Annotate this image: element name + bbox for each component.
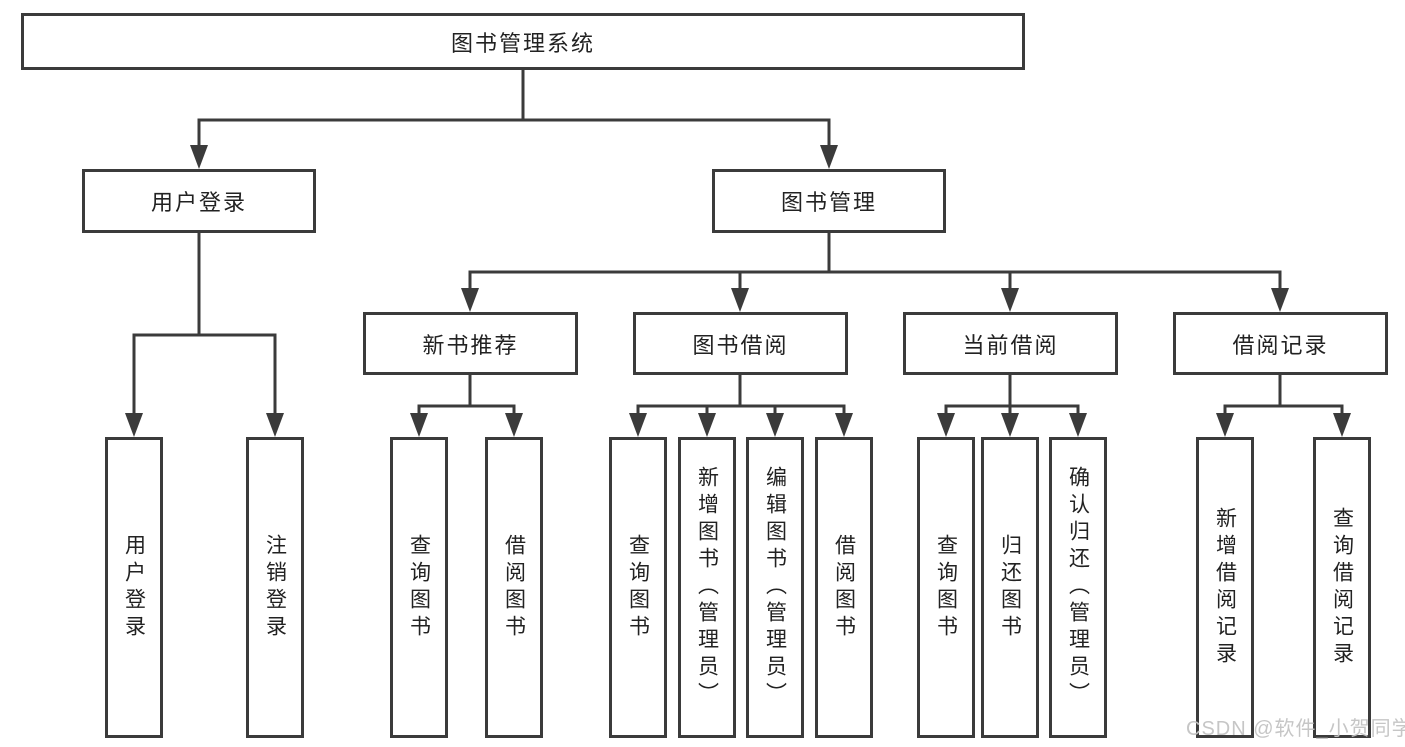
leaf-query-books-recommend: 查询图书 — [390, 437, 448, 738]
leaf-borrow-books-borrow: 借阅图书 — [815, 437, 873, 738]
leaf-borrow-books-recommend: 借阅图书 — [485, 437, 543, 738]
node-label: 借阅图书 — [502, 533, 526, 642]
connector-root-to-level2 — [197, 70, 831, 147]
leaf-logout: 注销登录 — [246, 437, 304, 738]
arrowheads — [125, 145, 1351, 437]
node-label: 查询图书 — [626, 533, 650, 642]
node-user-login: 用户登录 — [82, 169, 316, 233]
node-label: 新增图书（管理员） — [695, 466, 719, 709]
node-label: 借阅图书 — [832, 533, 856, 642]
node-label: 图书管理 — [780, 190, 877, 215]
node-library-management-system: 图书管理系统 — [21, 13, 1025, 70]
connector-user-login-children — [132, 233, 277, 415]
node-label: 图书管理系统 — [450, 30, 595, 56]
leaf-return-book: 归还图书 — [981, 437, 1039, 738]
csdn-watermark: CSDN @软件_小贺同学 — [1186, 718, 1405, 740]
node-label: 用户登录 — [122, 533, 146, 642]
leaf-edit-book-admin: 编辑图书（管理员） — [746, 437, 804, 738]
node-label: 查询图书 — [934, 533, 958, 642]
node-label: 借阅记录 — [1232, 332, 1329, 358]
node-current-borrow: 当前借阅 — [903, 312, 1118, 375]
leaf-user-login: 用户登录 — [105, 437, 163, 738]
leaf-confirm-return-admin: 确认归还（管理员） — [1049, 437, 1107, 738]
leaf-query-books-current: 查询图书 — [917, 437, 975, 738]
node-label: 新增借阅记录 — [1213, 506, 1237, 669]
connector-book-management-children — [468, 233, 1282, 290]
node-label: 新书推荐 — [422, 332, 519, 358]
node-label: 当前借阅 — [962, 332, 1059, 358]
node-book-borrow: 图书借阅 — [633, 312, 848, 375]
node-label: 确认归还（管理员） — [1066, 466, 1090, 709]
node-label: 用户登录 — [150, 190, 247, 215]
node-label: 归还图书 — [998, 533, 1022, 642]
node-book-management: 图书管理 — [712, 169, 946, 233]
connector-new-book-children — [417, 375, 516, 415]
node-label: 注销登录 — [263, 533, 287, 642]
connector-borrow-records-children — [1223, 375, 1344, 415]
leaf-query-books-borrow: 查询图书 — [609, 437, 667, 738]
leaf-add-borrow-record: 新增借阅记录 — [1196, 437, 1254, 738]
node-label: 查询借阅记录 — [1330, 506, 1354, 669]
leaf-query-borrow-record: 查询借阅记录 — [1313, 437, 1371, 738]
node-label: 编辑图书（管理员） — [763, 466, 787, 709]
connector-current-borrow-children — [944, 375, 1080, 415]
node-label: 查询图书 — [407, 533, 431, 642]
node-borrow-records: 借阅记录 — [1173, 312, 1388, 375]
connector-book-borrow-children — [636, 375, 846, 415]
leaf-add-book-admin: 新增图书（管理员） — [678, 437, 736, 738]
node-new-book-recommend: 新书推荐 — [363, 312, 578, 375]
node-label: 图书借阅 — [692, 332, 789, 358]
